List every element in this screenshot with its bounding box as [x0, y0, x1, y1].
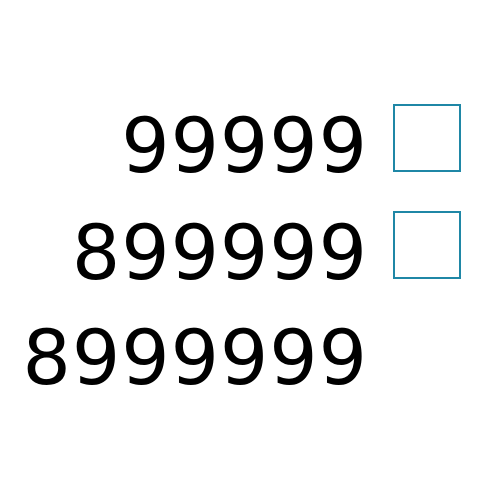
number-row-3: 8999999: [22, 313, 368, 402]
answer-box-1[interactable]: [393, 104, 461, 172]
number-row-2: 899999: [71, 208, 368, 297]
number-row-1: 99999: [121, 101, 368, 190]
answer-box-2[interactable]: [393, 211, 461, 279]
